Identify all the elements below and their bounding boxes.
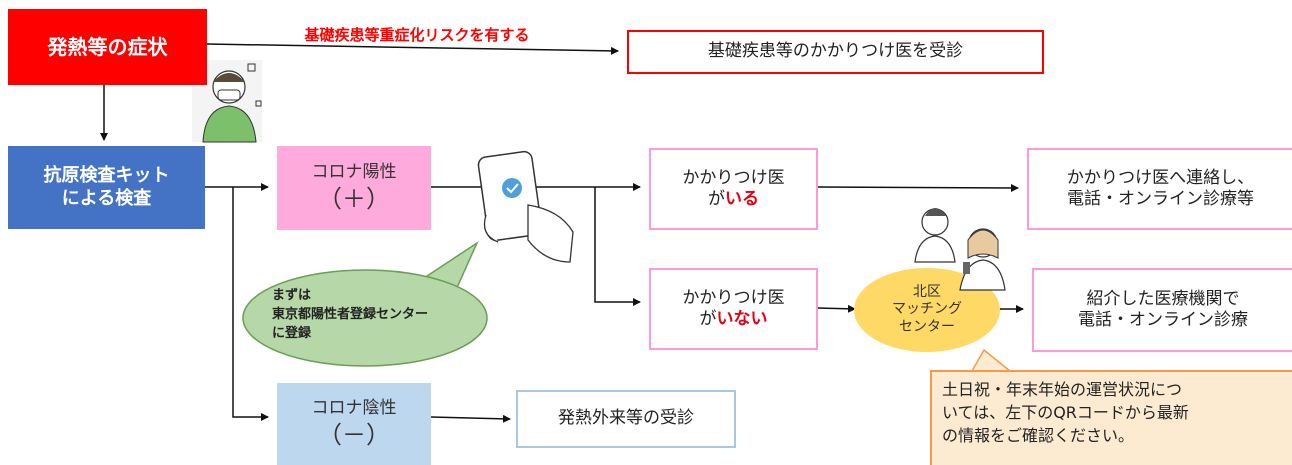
note-line1: 土日祝・年末年始の運営状況につ [942,380,1183,399]
note-line3: の情報をご確認ください。 [942,426,1135,446]
symptom-box: 発熱等の症状 [8,9,207,85]
no-doctor-box: かかりつけ医 がいない [649,268,818,350]
staff-icon [914,208,1006,291]
matching-center: 北区 マッチング センター [860,272,994,348]
arrow-to-no-doctor [594,187,641,306]
has-doctor-prefix: が [708,189,725,209]
bubble-line1: まずは [272,288,312,303]
has-doctor-line1: かかりつけ医 [682,167,785,188]
no-doctor-emph: いない [716,309,768,329]
has-doctor-line2: がいる [708,189,759,210]
bubble-line3: に登録 [272,325,312,341]
family-doctor-visit-label: 基礎疾患等のかかりつけ医を受診 [707,41,964,62]
bubble-text: まずは 東京都陽性者登録センター に登録 [272,287,472,344]
has-doctor-box: かかりつけ医 がいる [649,148,818,230]
note-tail [970,348,1013,372]
negative-line2: （－） [318,420,390,449]
antigen-test-line1: 抗原検査キット [43,165,170,186]
arrow-to-contact [817,183,1019,192]
fever-clinic-box: 発熱外来等の受診 [516,390,736,448]
referral-box: 紹介した医療機関で 電話・オンライン診療 [1032,268,1292,352]
symptom-label: 発熱等の症状 [47,34,168,59]
risk-label: 基礎疾患等重症化リスクを有する [304,25,530,44]
negative-line1: コロナ陰性 [311,398,397,419]
positive-box: コロナ陽性 （＋） [277,146,431,230]
antigen-test-line2: による検査 [61,187,152,209]
no-doctor-line1: かかりつけ医 [682,287,785,308]
arrow-to-matching [817,304,856,313]
negative-box: コロナ陰性 （－） [277,383,431,465]
note-line2: いては、左下のQRコードから最新 [942,403,1189,423]
referral-line2: 電話・オンライン診療 [1078,310,1248,330]
note-box: 土日祝・年末年始の運営状況につ いては、左下のQRコードから最新 の情報をご確認… [930,370,1292,465]
contact-doctor-line1: かかりつけ医へ連絡し、 [1066,167,1255,188]
matching-line2: マッチング [892,301,962,318]
arrow-risk [206,43,619,55]
matching-line3: センター [899,318,955,335]
risk-label-box: 基礎疾患等重症化リスクを有する [262,24,572,46]
contact-doctor-box: かかりつけ医へ連絡し、 電話・オンライン診療等 [1027,148,1292,230]
antigen-test-box: 抗原検査キット による検査 [8,146,205,229]
arrow-to-negative [232,187,269,421]
bubble-shape [242,240,488,367]
no-doctor-line2: がいない [700,309,768,330]
positive-line1: コロナ陽性 [311,162,397,183]
smartphone-icon [477,150,574,263]
bubble-line2: 東京都陽性者登録センター [272,306,429,322]
contact-doctor-line2: 電話・オンライン診療等 [1067,189,1254,209]
family-doctor-visit-box: 基礎疾患等のかかりつけ医を受診 [627,30,1044,74]
arrow-to-clinic [430,414,511,423]
fever-clinic-label: 発熱外来等の受診 [558,408,694,429]
referral-line1: 紹介した医療機関で [1086,288,1240,309]
matching-line1: 北区 [913,283,941,300]
no-doctor-prefix: が [699,309,717,329]
positive-line2: （＋） [318,184,390,213]
has-doctor-emph: いる [725,189,759,209]
